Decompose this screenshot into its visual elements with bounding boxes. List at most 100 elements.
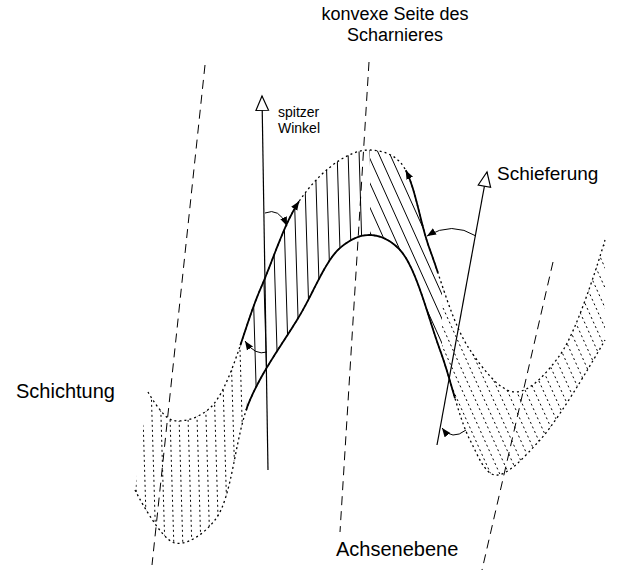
cleavage-line <box>370 80 442 574</box>
cleavage-line <box>512 80 624 574</box>
cleavage-line <box>442 80 624 574</box>
cleavage-line <box>368 80 370 574</box>
cleavage-hatching <box>52 80 624 574</box>
cleavage-label: Schieferung <box>497 163 598 185</box>
bedding-solid-left <box>240 201 299 345</box>
cleavage-line <box>370 80 437 574</box>
cleavage-line <box>370 80 442 574</box>
cleavage-line <box>370 80 442 574</box>
cleavage-line <box>370 80 442 574</box>
cleavage-line <box>97 80 113 574</box>
cleavage-line <box>370 80 442 574</box>
cleavage-line <box>442 80 530 574</box>
angle-label: spitzer Winkel <box>278 104 340 136</box>
cleavage-line <box>187 80 203 574</box>
cleavage-line <box>357 80 370 574</box>
cleavage-line <box>458 80 624 574</box>
cleavage-line <box>548 80 624 574</box>
cleavage-line <box>124 80 140 574</box>
cleavage-line <box>539 80 624 574</box>
cleavage-line <box>449 80 624 574</box>
cleavage-line <box>442 80 584 574</box>
cleavage-line <box>485 80 624 574</box>
cleavage-line <box>442 80 575 574</box>
cleavage-line <box>442 80 503 574</box>
cleavage-line <box>370 80 415 574</box>
angle-arc <box>265 212 287 226</box>
cleavage-line <box>302 80 318 574</box>
bedding-upper-surface <box>148 150 605 421</box>
cleavage-line <box>247 80 263 574</box>
cleavage-line <box>593 80 624 574</box>
cleavage-line <box>370 80 393 574</box>
cleavage-line <box>442 80 624 574</box>
cleavage-line <box>142 80 158 574</box>
cleavage-line <box>178 80 194 574</box>
cleavage-line <box>370 80 442 574</box>
cleavage-line <box>434 80 443 574</box>
cleavage-line <box>442 80 494 574</box>
cleavage-line <box>575 80 624 574</box>
cleavage-line <box>151 80 167 574</box>
cleavage-line <box>602 80 624 574</box>
cleavage-line <box>196 80 212 574</box>
cleavage-line <box>205 80 221 574</box>
cleavage-line <box>442 80 485 574</box>
cleavage-line <box>442 80 539 574</box>
cleavage-line <box>442 80 620 574</box>
cleavage-line <box>467 80 624 574</box>
angle-arc <box>427 229 476 237</box>
cleavage-line <box>61 80 77 574</box>
cleavage-line <box>442 80 624 574</box>
cleavage-line <box>160 80 176 574</box>
cleavage-line <box>503 80 624 574</box>
angle-arc <box>245 341 267 353</box>
bedding-lower-surface <box>135 235 605 543</box>
cleavage-line <box>442 80 593 574</box>
cleavage-line <box>269 80 285 574</box>
cleavage-line <box>442 80 512 574</box>
axial-plane-trace <box>152 65 205 565</box>
cleavage-line <box>313 80 329 574</box>
cleavage-line <box>412 80 443 574</box>
cleavage-line <box>442 80 624 574</box>
cleavage-line <box>370 80 442 574</box>
cleavage-line <box>557 80 624 574</box>
cleavage-line <box>324 80 340 574</box>
cleavage-line <box>442 80 566 574</box>
cleavage-arrow <box>262 96 268 470</box>
bedding-solid-lower <box>246 235 455 410</box>
cleavage-line <box>442 80 557 574</box>
cleavage-line <box>442 80 548 574</box>
cleavage-line <box>258 80 274 574</box>
bedding-label: Schichtung <box>16 380 115 403</box>
cleavage-line <box>370 80 442 574</box>
cleavage-line <box>494 80 624 574</box>
cleavage-line <box>106 80 122 574</box>
cleavage-line <box>370 80 442 574</box>
hatch-zone <box>442 80 624 574</box>
cleavage-line <box>241 80 246 574</box>
cleavage-line <box>442 80 611 574</box>
hatch-zone <box>52 80 246 574</box>
cleavage-line <box>223 80 239 574</box>
cleavage-line <box>370 80 442 574</box>
cleavage-line <box>620 80 624 574</box>
cleavage-arrow <box>437 172 487 445</box>
cleavage-line <box>133 80 149 574</box>
cleavage-line <box>214 80 230 574</box>
cleavage-line <box>476 80 624 574</box>
cleavage-line <box>442 80 624 574</box>
angle-arc <box>442 428 466 435</box>
cleavage-line <box>401 80 443 574</box>
cleavage-line <box>370 80 442 574</box>
axial-plane-label: Achsenebene <box>336 538 458 561</box>
cleavage-line <box>530 80 624 574</box>
cleavage-line <box>442 80 624 574</box>
hatch-zone <box>370 80 442 574</box>
cleavage-line <box>521 80 624 574</box>
cleavage-line <box>566 80 624 574</box>
cleavage-line <box>79 80 95 574</box>
cleavage-line <box>52 80 68 574</box>
